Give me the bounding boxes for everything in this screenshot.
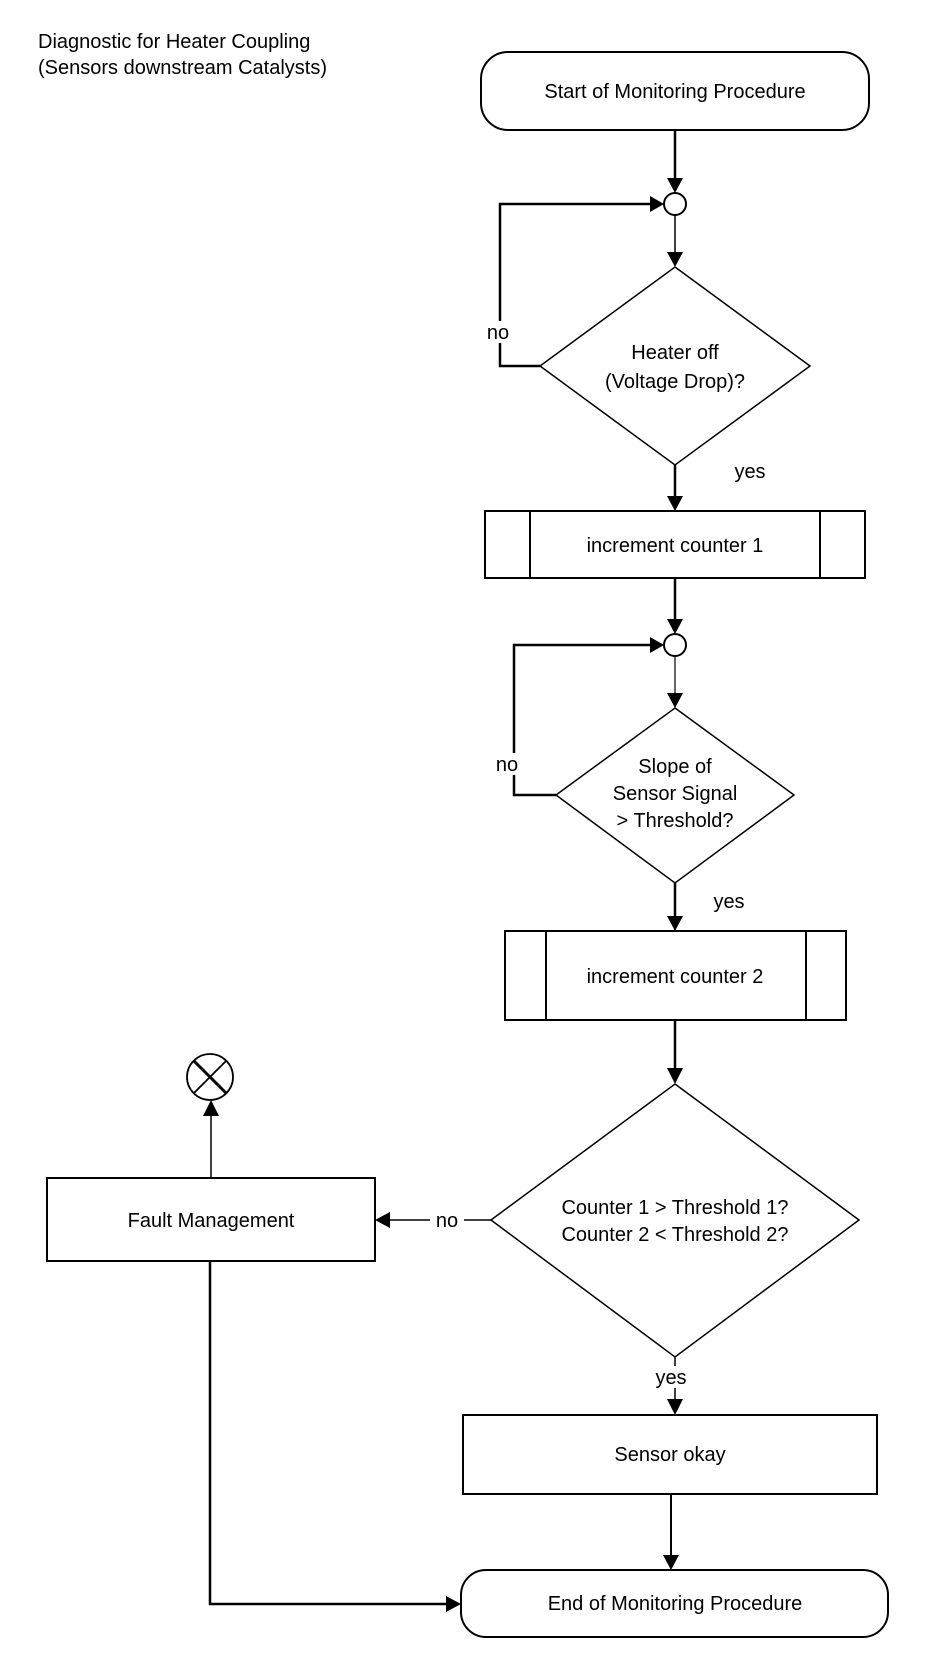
arrowhead-down-icon: [663, 1555, 679, 1570]
decision1-node: Heater off (Voltage Drop)?: [538, 266, 812, 466]
edge-start-to-junction1: [667, 130, 683, 193]
edge-fault-to-terminator: [203, 1100, 219, 1178]
arrowhead-down-icon: [667, 1068, 683, 1084]
edge-fault-to-end: [208, 1261, 461, 1612]
fault-node-label: Fault Management: [128, 1210, 295, 1232]
diagram-title-line2: (Sensors downstream Catalysts): [38, 57, 327, 79]
sensor-okay-shape: [462, 1414, 878, 1495]
sensor-okay-label: Sensor okay: [614, 1444, 725, 1466]
arrowhead-down-icon: [667, 496, 683, 511]
junction1-circle: [663, 192, 687, 216]
decision2-yes-label: yes: [713, 891, 744, 913]
decision2-label-line1: Slope of: [638, 756, 712, 778]
edge-junction2-to-decision2: [667, 656, 683, 708]
process2-node: increment counter 2: [504, 930, 847, 1021]
arrowhead-down-icon: [667, 693, 683, 708]
edge-decision1-no-loop: no: [482, 196, 664, 368]
fault-node: Fault Management: [46, 1177, 376, 1262]
process1-shape: [484, 510, 866, 579]
end-node-label: End of Monitoring Procedure: [548, 1593, 803, 1615]
decision2-node: Slope of Sensor Signal > Threshold?: [554, 707, 796, 884]
process2-label: increment counter 2: [587, 966, 764, 988]
arrowhead-right-icon: [446, 1596, 461, 1612]
diagram-title: Diagnostic for Heater Coupling (Sensors …: [38, 31, 327, 79]
decision3-label-line1: Counter 1 > Threshold 1?: [561, 1197, 788, 1219]
edge-decision3-no: no: [375, 1209, 491, 1232]
edge-process2-to-decision3: [667, 1020, 683, 1084]
start-node: Start of Monitoring Procedure: [480, 51, 870, 131]
arrowhead-down-icon: [667, 252, 683, 267]
arrowhead-down-icon: [667, 619, 683, 634]
arrowhead-down-icon: [667, 1399, 683, 1415]
edge-decision3-yes: yes: [649, 1357, 693, 1415]
end-node: End of Monitoring Procedure: [460, 1569, 889, 1638]
decision2-no-label: no: [496, 754, 518, 776]
end-node-shape: [460, 1569, 889, 1638]
arrowhead-right-icon: [650, 637, 664, 653]
edge-decision1-yes: yes: [667, 461, 766, 511]
decision3-shape: [489, 1083, 861, 1358]
decision1-label-line1: Heater off: [631, 342, 719, 364]
decision3-node: Counter 1 > Threshold 1? Counter 2 < Thr…: [489, 1083, 861, 1358]
arrowhead-down-icon: [667, 178, 683, 193]
junction2-circle: [663, 633, 687, 657]
process2-shape: [504, 930, 847, 1021]
fault-terminator-icon: [186, 1053, 234, 1101]
edge-sensor-to-end: [663, 1494, 679, 1570]
decision1-yes-label: yes: [734, 461, 765, 483]
decision3-yes-label: yes: [655, 1367, 686, 1389]
decision1-shape: [538, 266, 812, 466]
decision2-label-line3: > Threshold?: [617, 810, 734, 832]
process1-node: increment counter 1: [484, 510, 866, 579]
arrowhead-right-icon: [650, 196, 664, 212]
edge-process1-to-junction2: [667, 578, 683, 634]
start-node-label: Start of Monitoring Procedure: [544, 81, 805, 103]
decision1-no-label: no: [487, 322, 509, 344]
edge-junction1-to-decision1: [667, 215, 683, 267]
decision3-no-label: no: [436, 1210, 458, 1232]
arrowhead-up-icon: [203, 1100, 219, 1116]
process1-label: increment counter 1: [587, 535, 764, 557]
decision2-label-line2: Sensor Signal: [613, 783, 738, 805]
sensor-okay-node: Sensor okay: [462, 1414, 878, 1495]
arrowhead-left-icon: [375, 1212, 390, 1228]
decision1-label-line2: (Voltage Drop)?: [605, 371, 745, 393]
decision3-label-line2: Counter 2 < Threshold 2?: [561, 1224, 788, 1246]
diagram-title-line1: Diagnostic for Heater Coupling: [38, 31, 310, 53]
fault-node-shape: [46, 1177, 376, 1262]
arrowhead-down-icon: [667, 916, 683, 931]
edge-decision2-yes: yes: [667, 883, 745, 931]
edge-decision2-no-loop: no: [491, 637, 664, 797]
